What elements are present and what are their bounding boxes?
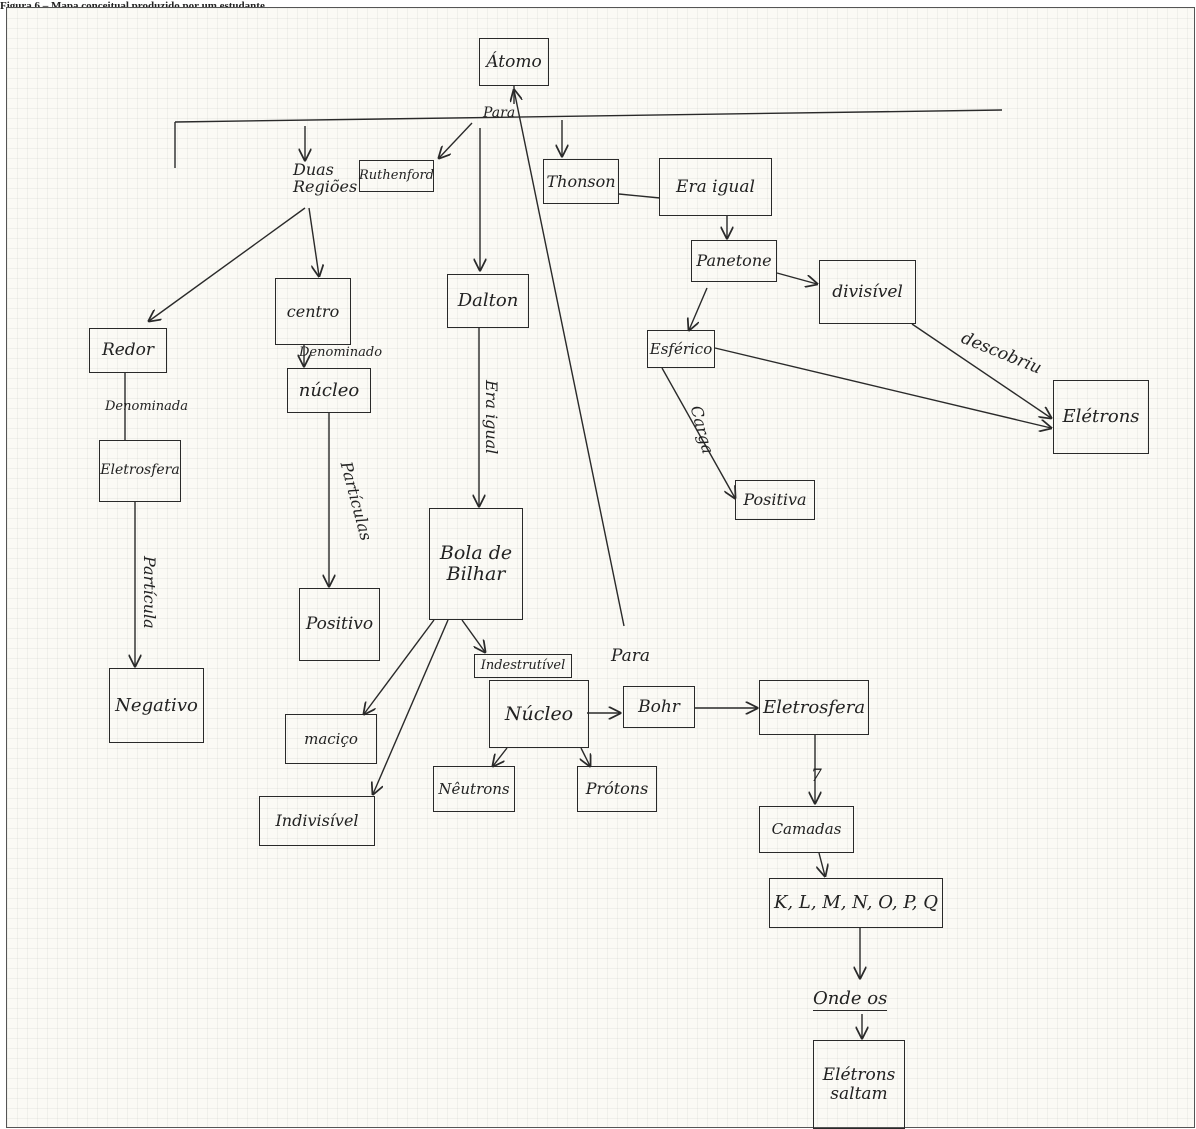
top-horizontal-bar bbox=[174, 109, 1003, 123]
node-panetone: Panetone bbox=[691, 240, 777, 282]
node-indestrutivel: Indestrutível bbox=[474, 654, 572, 678]
node-positivo: Positivo bbox=[299, 588, 380, 661]
node-positiva: Positiva bbox=[735, 480, 815, 520]
arrow-panetone-to-divisivel bbox=[776, 272, 817, 284]
arrow-to-indivisivel bbox=[373, 619, 449, 794]
arrow-to-neutrons bbox=[493, 747, 508, 766]
label-denominado: Denominado bbox=[299, 345, 383, 360]
arrow-to-centro bbox=[308, 207, 319, 276]
arrow-divisivel-to-eletrons bbox=[911, 323, 1051, 418]
label-era-igual-dalton: Era igual bbox=[482, 380, 501, 455]
arrow-to-protons bbox=[581, 747, 590, 766]
node-redor: Redor bbox=[89, 328, 167, 373]
arrow-to-rutherford bbox=[439, 122, 473, 158]
node-negativo: Negativo bbox=[109, 668, 204, 743]
concept-map-sheet: Átomo Ruthenford Thonson Era igual Panet… bbox=[6, 7, 1196, 1129]
node-atomo: Átomo bbox=[479, 38, 549, 86]
node-esferico: Esférico bbox=[647, 330, 715, 368]
arrow-to-redor bbox=[149, 207, 306, 321]
node-eletrons-right: Elétrons bbox=[1053, 380, 1149, 454]
node-camadas: Camadas bbox=[759, 806, 854, 853]
node-era-igual-top: Era igual bbox=[659, 158, 772, 216]
node-indivisivel: Indivisível bbox=[259, 796, 375, 846]
label-para-top: Para bbox=[483, 105, 516, 121]
node-dalton: Dalton bbox=[447, 274, 529, 328]
node-nucleo-left: núcleo bbox=[287, 368, 371, 413]
label-para-bohr: Para bbox=[611, 646, 651, 666]
arrow-to-macico bbox=[364, 619, 435, 714]
node-divisivel: divisível bbox=[819, 260, 916, 324]
node-macico: maciço bbox=[285, 714, 377, 764]
node-centro: centro bbox=[275, 278, 351, 345]
node-neutrons: Nêutrons bbox=[433, 766, 515, 812]
label-particula: Partícula bbox=[140, 556, 159, 629]
connector-lines bbox=[124, 86, 1196, 1129]
label-duas-regioes: Duas Regiões bbox=[293, 160, 358, 196]
node-protons: Prótons bbox=[577, 766, 657, 812]
label-onde-os: Onde os bbox=[813, 988, 888, 1011]
label-seven: 7 bbox=[811, 766, 822, 786]
node-klmnopq: K, L, M, N, O, P, Q bbox=[769, 878, 943, 928]
arrow-panetone-to-esferico bbox=[689, 287, 708, 330]
label-denominada: Denominada bbox=[105, 399, 188, 414]
node-eletrosfera-right: Eletrosfera bbox=[759, 680, 869, 735]
arrow-to-klm bbox=[819, 852, 825, 876]
node-nucleo-mid: Núcleo bbox=[489, 680, 589, 748]
node-eletrons-saltam: Elétrons saltam bbox=[813, 1040, 905, 1129]
arrow-esferico-to-eletrons bbox=[714, 347, 1051, 428]
node-thomson: Thonson bbox=[543, 159, 619, 204]
node-rutherford: Ruthenford bbox=[359, 160, 434, 192]
node-bohr: Bohr bbox=[623, 686, 695, 728]
arrow-to-positiva bbox=[661, 367, 735, 498]
arrow-to-indestrutivel bbox=[461, 619, 485, 652]
node-bola-de-bilhar: Bola de Bilhar bbox=[429, 508, 523, 620]
arrow-bohr-para-to-atomo bbox=[514, 90, 625, 627]
node-eletrosfera-left: Eletrosfera bbox=[99, 440, 181, 502]
